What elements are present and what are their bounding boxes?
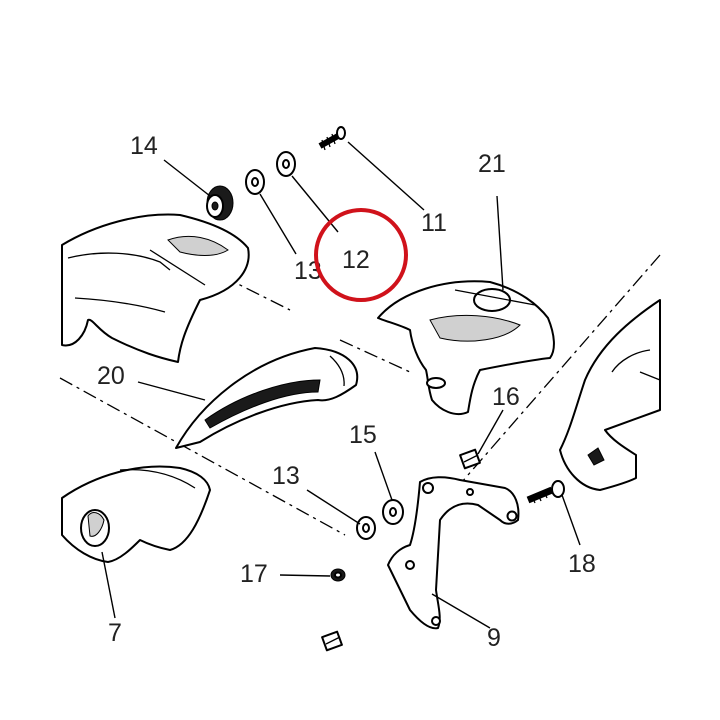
part-21-cover xyxy=(377,280,555,416)
callout-21: 21 xyxy=(478,150,506,178)
part-7-cover xyxy=(61,465,211,563)
callout-20: 20 xyxy=(97,362,125,390)
leader-9 xyxy=(431,593,491,629)
leader-20 xyxy=(137,381,206,401)
leader-13-upper xyxy=(259,193,297,255)
hardware-clip-lower xyxy=(321,630,343,652)
hardware-17-screw xyxy=(330,568,346,582)
part-right-cover xyxy=(559,299,661,491)
callout-12: 12 xyxy=(342,246,370,274)
callout-14: 14 xyxy=(130,132,158,160)
hardware-13-washer-lower xyxy=(356,516,376,540)
leader-18 xyxy=(561,494,581,546)
callout-18: 18 xyxy=(568,550,596,578)
leader-11 xyxy=(347,141,425,211)
callout-16: 16 xyxy=(492,383,520,411)
callout-11: 11 xyxy=(421,209,447,237)
callout-7: 7 xyxy=(108,619,122,647)
callout-labels: 14 11 13 12 21 20 16 15 13 17 18 9 7 xyxy=(97,132,596,652)
callout-9: 9 xyxy=(487,624,501,652)
hardware-11-screw xyxy=(318,126,346,151)
part-9-bracket xyxy=(387,476,520,630)
callout-17: 17 xyxy=(240,560,268,588)
hardware-14-grommet xyxy=(206,185,234,221)
part-20-trim xyxy=(175,347,359,449)
hardware-13-washer-upper xyxy=(245,169,265,195)
hardware-16-clip xyxy=(459,448,481,470)
leader-14 xyxy=(163,159,211,197)
hardware-12-washer xyxy=(276,151,296,177)
callout-13-lower: 13 xyxy=(272,462,300,490)
callout-15: 15 xyxy=(349,421,377,449)
axis-mid xyxy=(339,339,411,373)
leader-15 xyxy=(374,451,393,501)
leader-16 xyxy=(477,409,504,455)
leader-13-lower xyxy=(306,489,361,525)
hardware-15-spacer xyxy=(382,499,404,525)
leader-17 xyxy=(279,574,331,577)
leader-21 xyxy=(496,195,504,291)
hardware-18-bolt xyxy=(526,480,565,504)
leader-lines xyxy=(101,141,581,629)
axis-lower xyxy=(59,377,346,536)
part-20-cover xyxy=(61,213,250,363)
highlight-circle xyxy=(314,208,408,302)
leader-7 xyxy=(101,551,116,619)
